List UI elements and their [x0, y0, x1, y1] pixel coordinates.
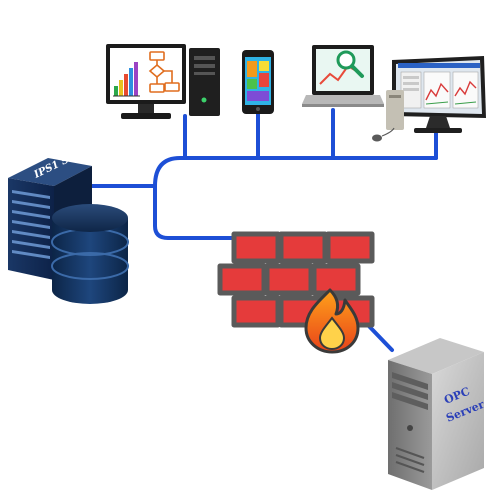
monitoring-tower [386, 90, 404, 130]
desktop-tower-drive-2 [194, 64, 215, 68]
phone-tile-red [259, 73, 269, 87]
desktop-tower-power-icon [201, 97, 207, 103]
database-ring-2 [51, 252, 129, 280]
desktop-tower-drive-1 [194, 56, 215, 60]
mobile-phone [242, 50, 274, 114]
monitoring-dashboard-panels [400, 71, 479, 109]
opc-drive-bays [392, 372, 428, 410]
desktop-tower-drive-3 [194, 72, 215, 75]
opc-server: OPC Server [388, 338, 486, 490]
magnifier-icon [336, 50, 364, 78]
database-body [52, 218, 128, 304]
monitoring-display-base [414, 128, 462, 133]
laptop-base-edge [302, 104, 384, 107]
phone-tile-orange [247, 61, 257, 77]
phone-tile-purple [247, 91, 269, 101]
opc-case-front [432, 352, 484, 490]
network-lines [88, 108, 438, 352]
fire-icon [304, 288, 360, 354]
database-top [52, 204, 128, 232]
monitoring-pc [372, 56, 486, 142]
phone-tile-yellow [259, 61, 269, 71]
desktop-monitor-stand [138, 104, 154, 113]
rack-top [8, 158, 92, 186]
phone-tile-green [247, 79, 257, 89]
monitoring-dashboard-header [398, 63, 480, 68]
mouse-icon [372, 134, 382, 142]
desktop-monitor-base [121, 113, 171, 119]
database [51, 204, 129, 304]
desktop-flowchart-icon [148, 51, 180, 93]
opc-case-top [388, 338, 484, 374]
firewall [217, 231, 375, 354]
laptop [302, 45, 384, 107]
phone-home-button-icon [256, 107, 260, 111]
opc-power-button-icon [407, 425, 413, 431]
opc-vents [395, 447, 425, 473]
backbone-line [153, 156, 438, 188]
mouse-cable [381, 127, 395, 137]
desktop-workstation [106, 44, 220, 119]
rack-slots [12, 190, 50, 259]
laptop-base [302, 95, 384, 104]
firewall-link-line [153, 184, 234, 240]
monitoring-display-stand [426, 116, 450, 128]
monitoring-tower-slot [389, 95, 401, 98]
desktop-bar-chart-icon [113, 62, 140, 97]
